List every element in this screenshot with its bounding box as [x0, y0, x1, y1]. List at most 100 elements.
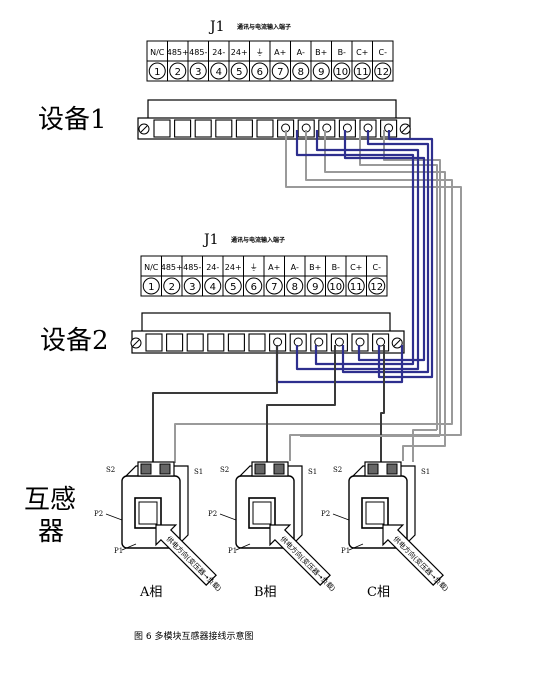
figure-caption: 图 6 多模块互感器接线示意图 — [134, 630, 253, 642]
transformer-window-inner — [138, 501, 158, 525]
terminal-label: A- — [297, 48, 305, 57]
transformer-p1-leader — [121, 543, 137, 551]
transformer-terminal-s1 — [386, 463, 398, 475]
terminal-number-circle — [251, 62, 269, 80]
transformer-phase-label: C相 — [367, 585, 390, 600]
transformer-label-p1: P1 — [341, 547, 350, 555]
wire-gray-b — [174, 130, 453, 463]
transformer-label-s2: S2 — [333, 466, 342, 474]
device-2-label: 设备2 — [40, 326, 109, 356]
strip-terminal — [227, 333, 245, 352]
transformer-terminal-s2 — [367, 463, 379, 475]
terminal-number-circle — [327, 277, 345, 295]
terminal-label: ⏚ — [250, 263, 258, 272]
device-1: 设备1 — [38, 99, 411, 140]
transformer-label-p1: P1 — [228, 547, 237, 555]
transformer-window-inner — [365, 501, 385, 525]
terminal-number-circle — [224, 277, 242, 295]
block-2-header: N/C1485+2485-324-424+5⏚6A+7A-8B+9B-10C+1… — [140, 255, 388, 297]
terminal-number: 6 — [251, 282, 257, 293]
terminal-number-circle — [169, 62, 187, 80]
terminal-number: 9 — [312, 282, 318, 293]
terminal-number: 11 — [350, 282, 363, 293]
wire-dark-a — [152, 345, 278, 463]
terminal-number-circle — [271, 62, 289, 80]
transformer-phase-label: A相 — [139, 585, 162, 600]
terminal-number: 6 — [257, 67, 263, 78]
terminal-number-circle — [347, 277, 365, 295]
strip-terminal — [248, 333, 266, 352]
supply-arrow-shape — [382, 524, 444, 586]
terminal-label: 24- — [206, 263, 219, 272]
transformer-p2-leader — [332, 513, 350, 521]
terminal-label: 485+ — [167, 48, 189, 57]
strip-terminal-screw — [355, 337, 365, 347]
terminal-label: 24+ — [231, 48, 248, 57]
terminal-label: A+ — [274, 48, 286, 57]
terminal-block-1: J1 通讯与电流输入端子 N/C1485+2485-324-424+5⏚6A+7… — [146, 19, 394, 82]
wire-blue-2 — [295, 130, 420, 371]
terminal-number-circle — [292, 62, 310, 80]
strip-terminal — [145, 333, 163, 352]
terminal-number: 1 — [154, 67, 160, 78]
terminal-number: 10 — [329, 282, 342, 293]
terminal-label: C- — [379, 48, 388, 57]
transformer-p1-leader — [348, 543, 364, 551]
supply-arrow-shape — [269, 524, 331, 586]
transformer-label-s2: S2 — [220, 466, 229, 474]
wire-blue-1 — [295, 130, 415, 366]
terminal-number: 4 — [216, 67, 222, 78]
strip-screw-slot — [393, 339, 401, 347]
wire-gray-ret-c — [412, 429, 437, 462]
terminal-number: 4 — [210, 282, 216, 293]
wire-blue-4 — [341, 130, 430, 374]
transformer-label-p1: P1 — [114, 547, 123, 555]
transformer-label-p2: P2 — [208, 510, 217, 518]
strip-terminal — [256, 119, 274, 138]
strip-screw-slot — [132, 339, 140, 347]
terminal-number-circle — [265, 277, 283, 295]
terminal-number: 5 — [236, 67, 242, 78]
transformer-label-s1: S1 — [308, 468, 317, 476]
terminal-number-circle — [230, 62, 248, 80]
terminal-label: 485- — [189, 48, 207, 57]
supply-arrow-text: 供电方向(变压器→负载) — [391, 534, 450, 593]
strip-terminal — [194, 119, 212, 138]
transformer-window-inner — [252, 501, 272, 525]
terminal-number: 8 — [292, 282, 298, 293]
strip-terminal — [207, 333, 225, 352]
transformer-label-line-1: 互感 — [24, 485, 76, 515]
wire-gray-a — [285, 130, 462, 461]
wires — [152, 130, 462, 463]
terminal-label: B+ — [309, 263, 321, 272]
transformer-label-p2: P2 — [321, 510, 330, 518]
terminal-number: 7 — [277, 67, 283, 78]
terminal-number: 3 — [189, 282, 195, 293]
terminal-number-circle — [245, 277, 263, 295]
supply-arrow-shape — [155, 524, 217, 586]
strip-screw-slot — [401, 125, 409, 133]
terminal-number: 8 — [298, 67, 304, 78]
terminal-number: 2 — [175, 67, 181, 78]
transformer-terminal-s1 — [159, 463, 171, 475]
terminal-label: A- — [291, 263, 299, 272]
block-2-subtitle: 通讯与电流输入端子 — [231, 236, 285, 244]
terminal-label: C- — [373, 263, 382, 272]
strip-terminal — [186, 333, 204, 352]
strip-screw-slot — [140, 125, 148, 133]
transformer-p2-leader — [219, 513, 237, 521]
transformer-label-s1: S1 — [194, 468, 203, 476]
wire-gray-c — [324, 130, 446, 461]
terminal-number-circle — [353, 62, 371, 80]
wire-dark-b — [266, 345, 336, 462]
terminal-number-circle — [312, 62, 330, 80]
terminal-label: 24+ — [225, 263, 242, 272]
terminal-label: A+ — [268, 263, 280, 272]
transformer-label-p2: P2 — [94, 510, 103, 518]
transformer-label-s1: S1 — [421, 468, 430, 476]
block-2-title: J1 — [202, 232, 219, 248]
strip-terminal — [174, 119, 192, 138]
